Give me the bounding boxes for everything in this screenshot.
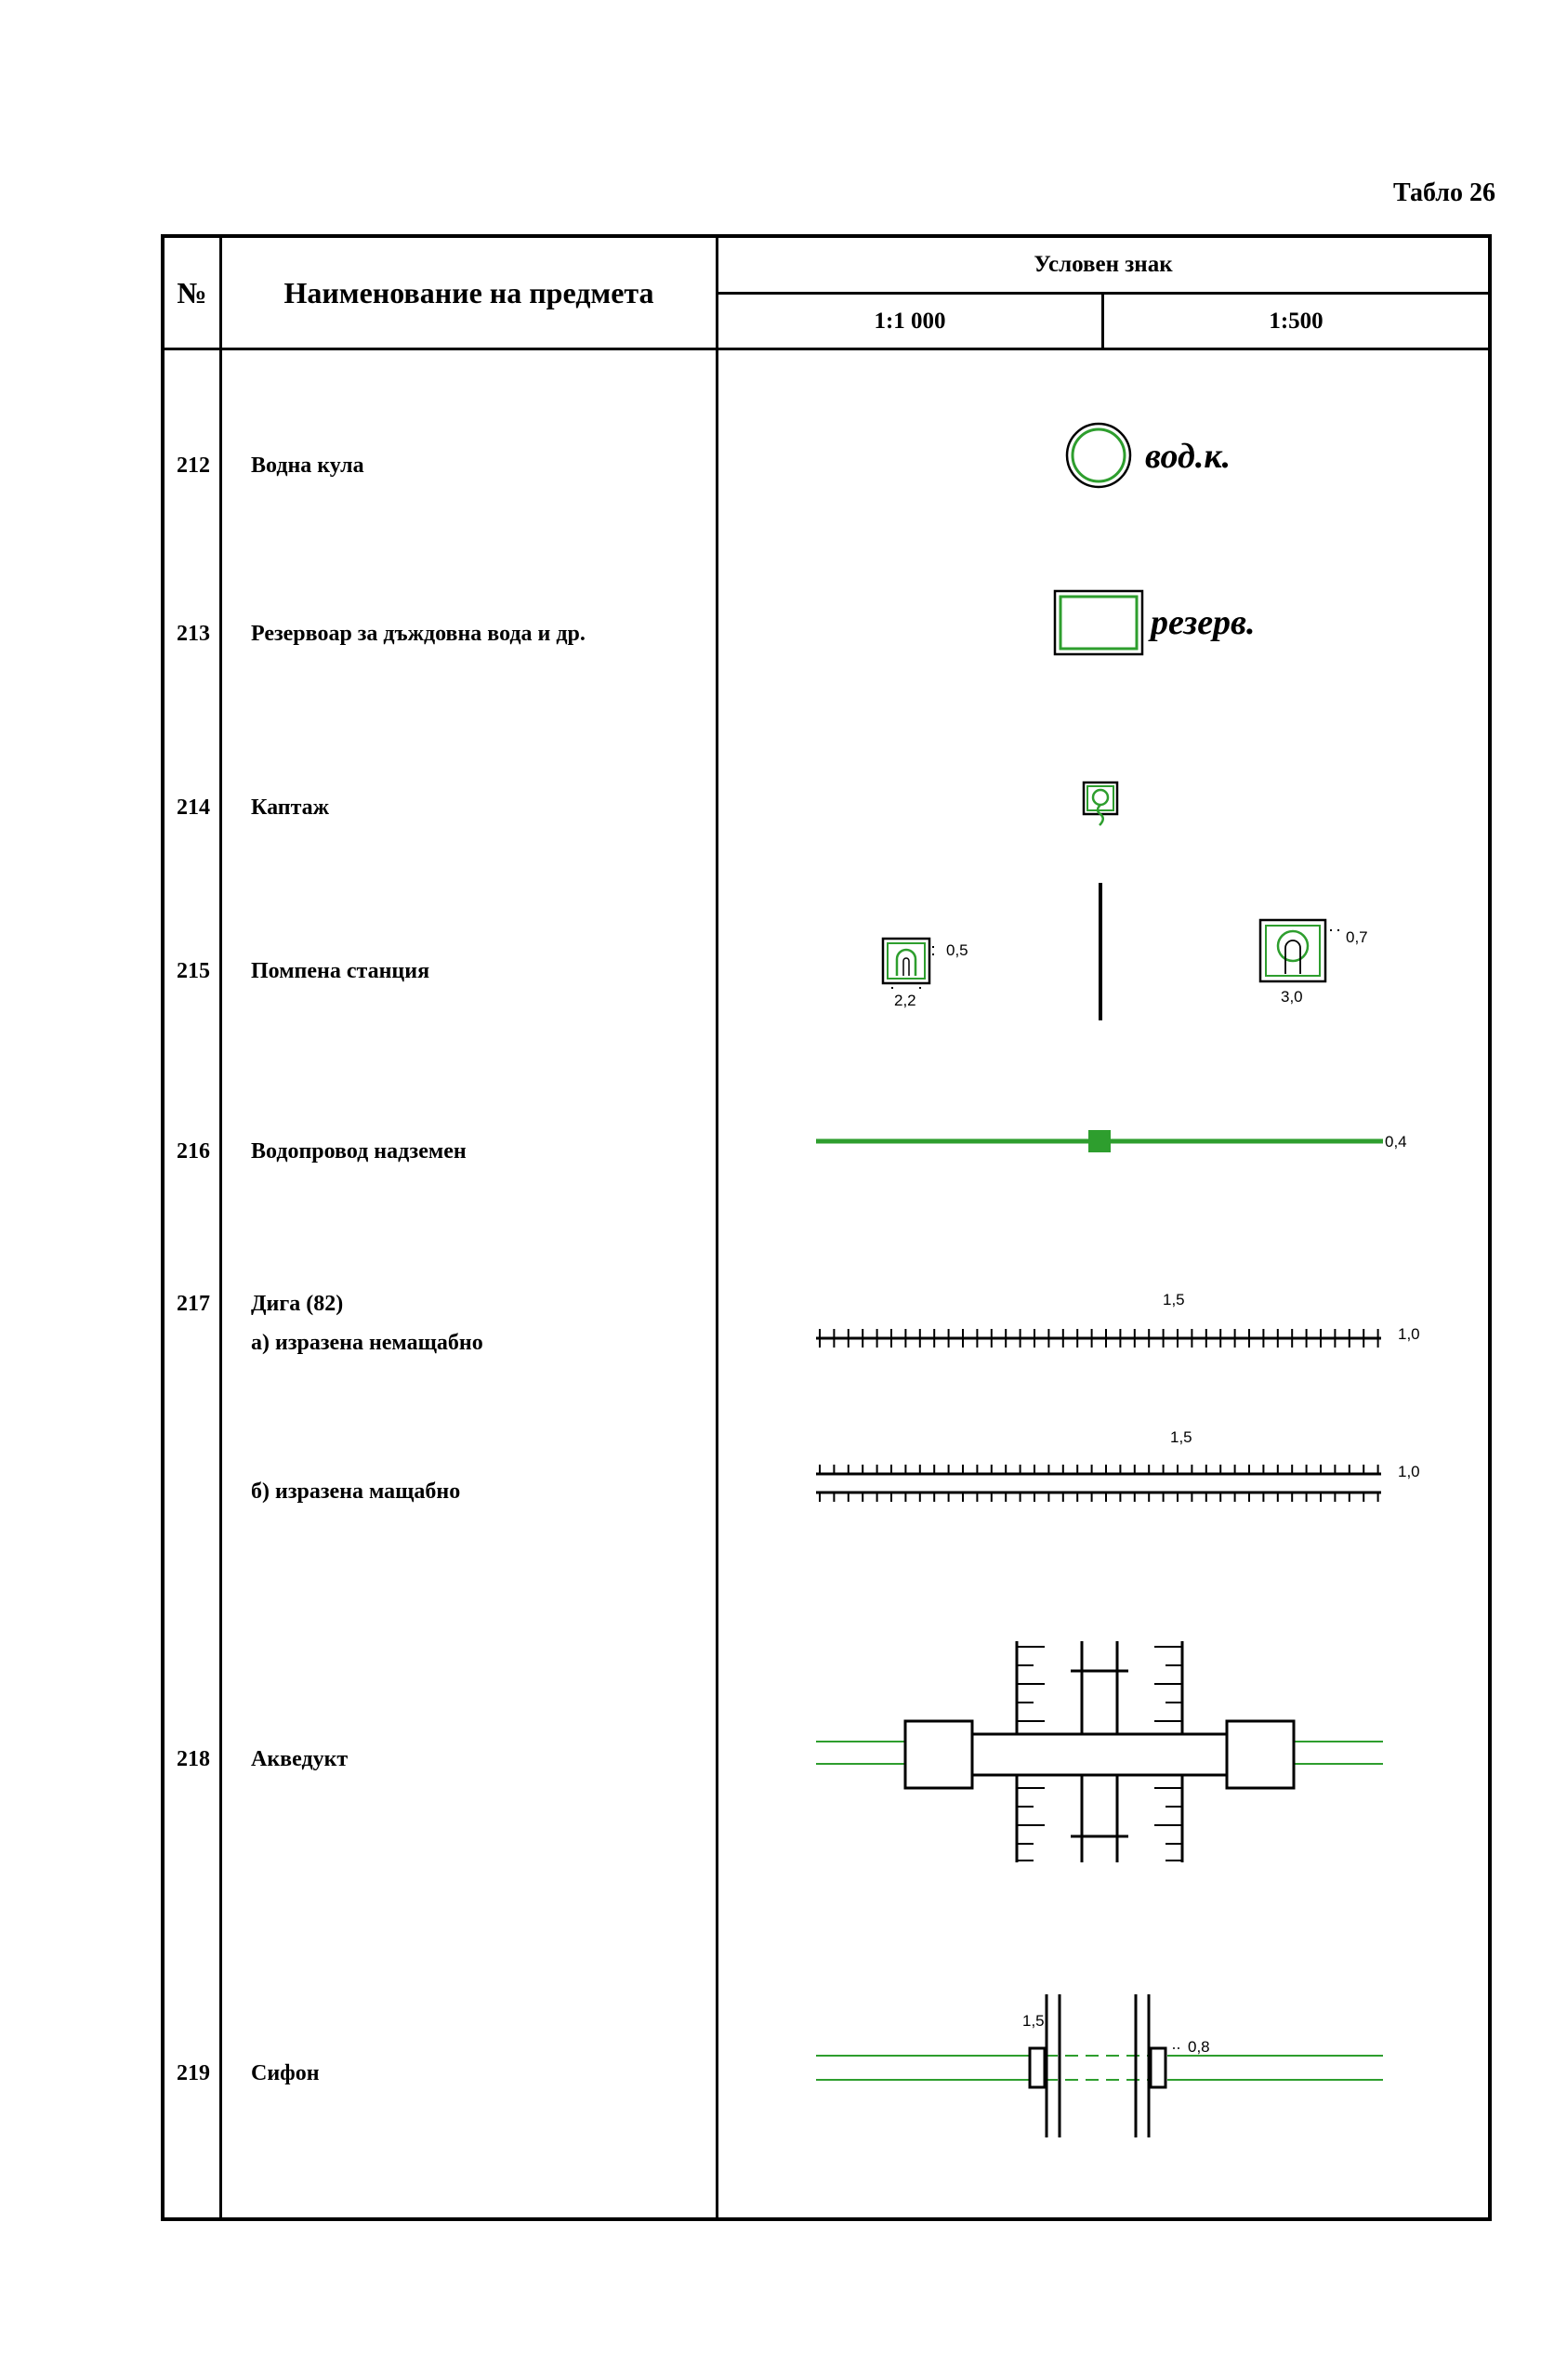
row-name: Резервоар за дъждовна вода и др. (251, 622, 586, 646)
row-212: 212 Водна кула (165, 454, 1488, 491)
svg-text:0,8: 0,8 (1188, 2038, 1210, 2056)
spring-capture-symbol (1082, 781, 1119, 826)
row-name: Сифон (251, 2061, 320, 2085)
row-name: Акведукт (251, 1747, 349, 1771)
divider-no (219, 238, 222, 2217)
header-scale-1000: 1:1 000 (874, 308, 946, 334)
dam-unscaled-symbol: 1,5 1,0 (816, 1291, 1420, 1348)
row-217-sub-b: б) изразена мащабно (251, 1479, 461, 1504)
row-216: 216 Водопровод надземен (165, 1139, 1488, 1177)
svg-text:1,0: 1,0 (1398, 1325, 1420, 1343)
svg-text:0,4: 0,4 (1385, 1133, 1407, 1151)
header-bottom-line (165, 348, 1488, 350)
row-217-sub-a: а) изразена немащабно (251, 1331, 483, 1355)
water-tower-symbol: вод.к. (1065, 422, 1231, 489)
row-number: 219 (177, 2061, 210, 2085)
row-number: 213 (177, 622, 210, 646)
row-number: 216 (177, 1139, 210, 1164)
row-name: Каптаж (251, 796, 330, 820)
row-number: 218 (177, 1747, 210, 1771)
svg-text:0,5: 0,5 (946, 941, 968, 959)
dam-scaled-symbol: 1,5 1,0 (816, 1428, 1420, 1502)
pump-station-500-symbol: 0,7 3,0 (1258, 918, 1368, 1006)
row-213: 213 Резервоар за дъждовна вода и др. (165, 622, 1488, 659)
siphon-symbol: 1,5 0,8 (816, 1994, 1383, 2137)
svg-text:1,5: 1,5 (1170, 1428, 1192, 1446)
water-tower-label: вод.к. (1145, 437, 1231, 476)
reservoir-symbol: резерв. (1053, 589, 1256, 656)
row-number: 212 (177, 454, 210, 478)
row-name: Водна кула (251, 454, 364, 478)
header-split-line (716, 292, 1488, 295)
header-scale-500: 1:500 (1269, 308, 1324, 334)
row-number: 215 (177, 959, 210, 983)
svg-text:1,5: 1,5 (1163, 1291, 1185, 1308)
row-219: 219 Сифон (165, 2061, 1488, 2098)
svg-text:0,7: 0,7 (1346, 928, 1368, 946)
row-218: 218 Акведукт (165, 1747, 1488, 1784)
svg-text:1,0: 1,0 (1398, 1463, 1420, 1480)
divider-name (716, 238, 718, 2217)
header-name: Наименование на предмета (283, 275, 654, 309)
pump-station-1000-symbol: 0,5 2,2 (881, 937, 968, 1009)
row-217: 217 Дига (82) (165, 1292, 1488, 1329)
row-215: 215 Помпена станция (165, 959, 1488, 996)
aboveground-pipeline-symbol: 0,4 (816, 1130, 1407, 1152)
row-number: 214 (177, 796, 210, 820)
divider-scale (1101, 292, 1104, 348)
header-no: № (177, 275, 207, 309)
svg-text:3,0: 3,0 (1281, 988, 1303, 1006)
tablo-label: Табло 26 (1393, 178, 1495, 207)
row-214: 214 Каптаж (165, 796, 1488, 833)
symbols-table: № Наименование на предмета Условен знак … (161, 234, 1492, 2221)
svg-text:2,2: 2,2 (894, 992, 916, 1009)
svg-text:1,5: 1,5 (1022, 2012, 1045, 2030)
row-name: Дига (82) (251, 1292, 344, 1316)
reservoir-label: резерв. (1148, 603, 1256, 642)
row-name: Водопровод надземен (251, 1139, 467, 1164)
row-number: 217 (177, 1292, 210, 1316)
row-name: Помпена станция (251, 959, 430, 983)
header-symbol: Условен знак (1034, 252, 1173, 277)
aqueduct-symbol (816, 1641, 1383, 1862)
